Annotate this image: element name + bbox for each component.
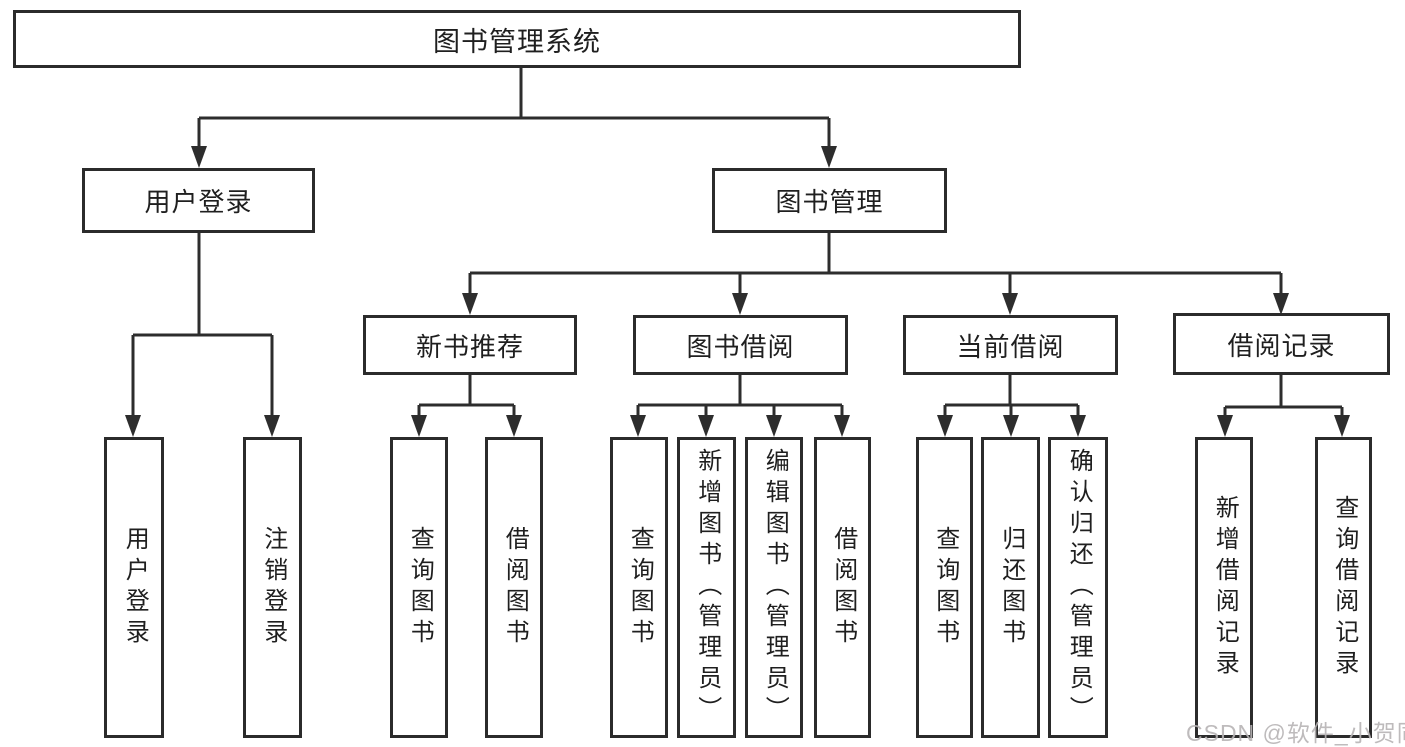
arrowhead	[125, 415, 141, 437]
connector-borrowing-records	[1223, 375, 1344, 419]
leaf-label: 借阅图书	[501, 525, 529, 650]
leaf-borrow-books-1: 借阅图书	[485, 437, 543, 738]
leaf-return-books: 归还图书	[981, 437, 1040, 738]
arrowhead	[264, 415, 280, 437]
leaf-user-login: 用户登录	[104, 437, 164, 738]
connector-user-login	[131, 233, 274, 419]
leaf-borrow-books-2: 借阅图书	[814, 437, 871, 738]
leaf-label: 查询图书	[931, 525, 959, 650]
arrowhead	[698, 415, 714, 437]
leaf-label: 新增借阅记录	[1211, 494, 1239, 681]
connector-new-book	[417, 375, 516, 419]
connector-book-borrowing	[636, 375, 844, 419]
leaf-label: 新增图书（管理员）	[693, 448, 721, 727]
connector-current-borrowing	[943, 375, 1080, 419]
arrowhead	[1002, 293, 1018, 315]
node-root: 图书管理系统	[13, 10, 1021, 68]
leaf-logout: 注销登录	[243, 437, 302, 738]
node-book-borrowing: 图书借阅	[633, 315, 848, 375]
leaf-search-books-2: 查询图书	[610, 437, 668, 738]
node-user-login: 用户登录	[82, 168, 315, 233]
leaf-edit-book-admin: 编辑图书（管理员）	[745, 437, 803, 738]
leaf-label: 归还图书	[997, 525, 1025, 650]
leaf-label: 查询图书	[626, 525, 654, 650]
leaf-label: 查询图书	[406, 525, 434, 650]
leaf-label: 注销登录	[259, 525, 287, 650]
arrowhead	[630, 415, 646, 437]
node-borrowing-records: 借阅记录	[1173, 313, 1390, 375]
arrowhead	[834, 415, 850, 437]
leaf-add-book-admin: 新增图书（管理员）	[677, 437, 736, 738]
leaf-label: 确认归还（管理员）	[1065, 448, 1093, 727]
arrowhead	[1334, 415, 1350, 437]
leaf-search-books-3: 查询图书	[916, 437, 973, 738]
leaf-search-borrow-record: 查询借阅记录	[1315, 437, 1372, 738]
node-new-book-recommendation: 新书推荐	[363, 315, 577, 375]
arrowhead	[1217, 415, 1233, 437]
arrowhead	[821, 146, 837, 168]
node-book-management: 图书管理	[712, 168, 947, 233]
leaf-add-borrow-record: 新增借阅记录	[1195, 437, 1253, 738]
arrowhead	[732, 293, 748, 315]
leaf-label: 借阅图书	[829, 525, 857, 650]
arrowhead	[506, 415, 522, 437]
leaf-label: 编辑图书（管理员）	[761, 448, 789, 727]
arrowhead	[462, 293, 478, 315]
leaf-search-books-1: 查询图书	[390, 437, 448, 738]
csdn-watermark: CSDN @软件_小贺同学	[1186, 720, 1405, 746]
arrowhead	[1070, 415, 1086, 437]
arrowhead	[937, 415, 953, 437]
connector-root	[197, 68, 831, 150]
arrowhead	[766, 415, 782, 437]
node-current-borrowing: 当前借阅	[903, 315, 1118, 375]
connector-book-management	[468, 233, 1283, 295]
leaf-label: 用户登录	[121, 525, 149, 650]
arrowhead	[411, 415, 427, 437]
arrowhead	[1003, 415, 1019, 437]
arrowhead	[1273, 293, 1289, 315]
leaf-label: 查询借阅记录	[1330, 494, 1358, 681]
leaf-confirm-return-admin: 确认归还（管理员）	[1048, 437, 1108, 738]
arrowhead	[191, 146, 207, 168]
